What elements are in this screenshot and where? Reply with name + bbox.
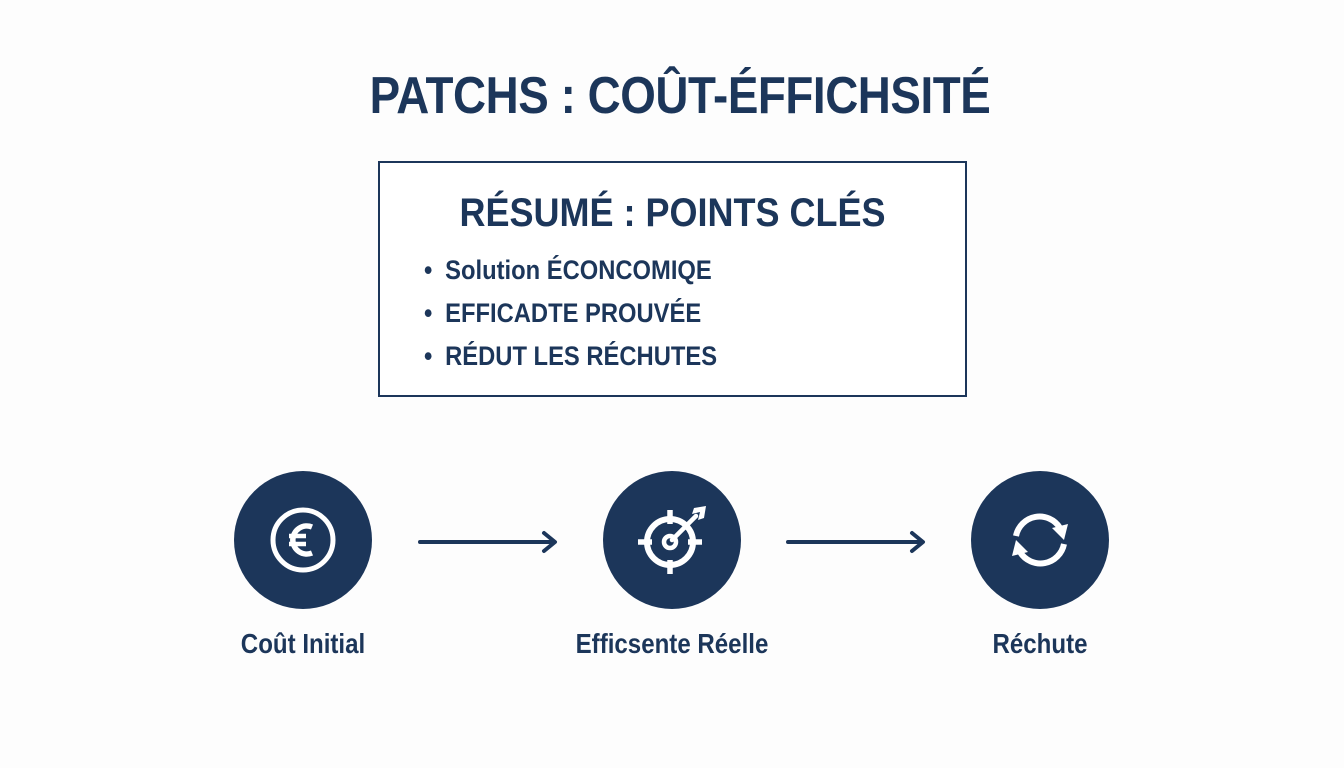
flow-node-relapse <box>971 471 1109 609</box>
summary-item-text: RÉDUT LES RÉCHUTES <box>445 341 718 371</box>
page-title: PATCHS : COÛT-ÉFFICHSITÉ <box>369 67 991 125</box>
bullet-icon: • <box>424 255 433 285</box>
flow-label-real-efficacy: Efficsente Réelle <box>575 628 769 659</box>
flow-node-initial-cost <box>234 471 372 609</box>
summary-list: •Solution ÉCONCOMIQE •EFFICADTE PROUVÉE … <box>424 255 757 384</box>
flow-label-relapse: Réchute <box>992 628 1088 659</box>
refresh-cycle-icon <box>1012 513 1068 567</box>
summary-item: • RÉDUT LES RÉCHUTES <box>424 341 717 384</box>
flow-node-real-efficacy <box>603 471 741 609</box>
summary-box: RÉSUMÉ : POINTS CLÉS • Solution ÉCONCOMIQ… <box>378 161 967 397</box>
arrow-right-icon <box>418 531 557 553</box>
bullet-icon: • <box>424 298 433 328</box>
arrow-right-icon <box>786 531 925 553</box>
summary-heading: RÉSUMÉ : POINTS CLÉS <box>459 191 886 235</box>
euro-coin-icon <box>270 507 336 573</box>
summary-item: • EFFICADTE PROUVÉE <box>424 298 717 341</box>
summary-item-text: Solution ÉCONCOMIQE <box>445 255 712 285</box>
bullet-icon: • <box>424 341 433 371</box>
summary-item: • Solution ÉCONCOMIQE <box>424 255 717 298</box>
flow-label-initial-cost: Coût Initial <box>240 628 366 659</box>
target-arrow-icon <box>638 506 706 574</box>
summary-item-text: EFFICADTE PROUVÉE <box>445 298 702 328</box>
